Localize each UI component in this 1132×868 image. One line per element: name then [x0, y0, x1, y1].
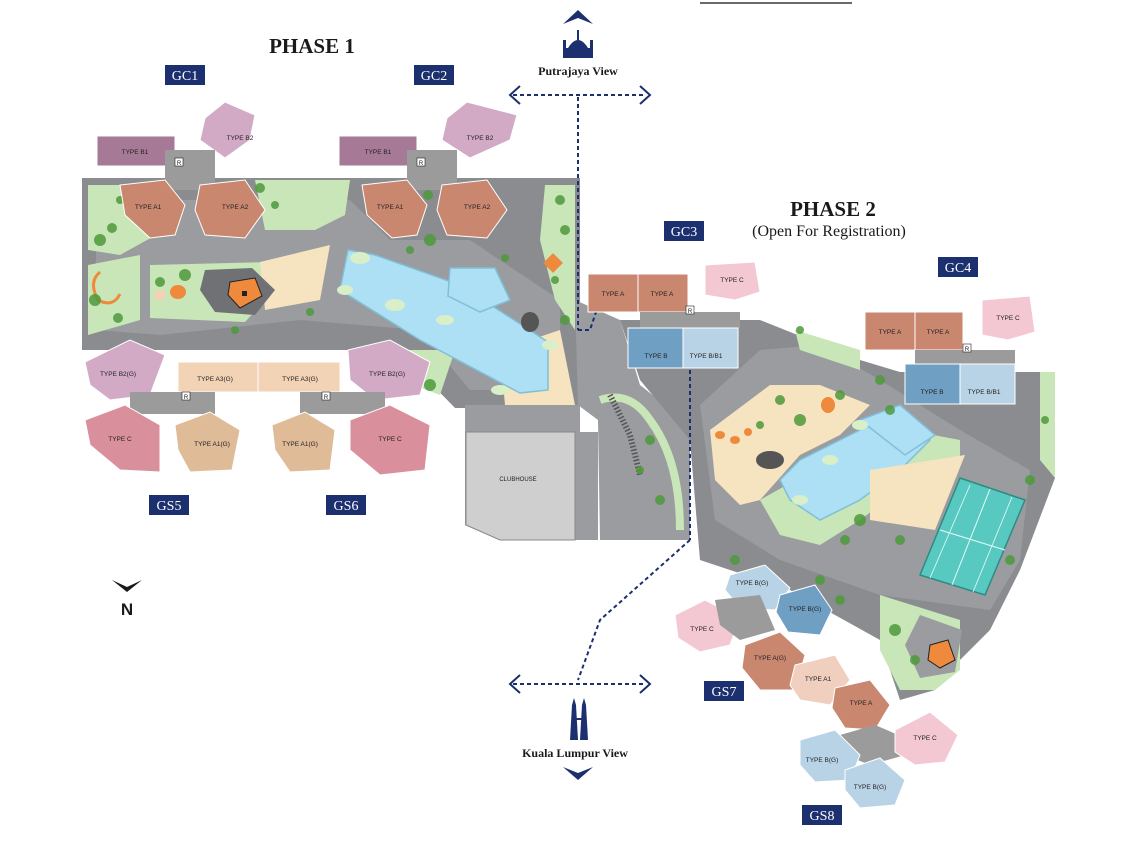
unit-label: TYPE B1 — [122, 149, 149, 156]
tag-gc1-label: GC1 — [172, 69, 198, 84]
tag-gs5[interactable]: GS5 — [149, 495, 189, 515]
lawn — [255, 180, 350, 230]
unit-label: TYPE C — [690, 626, 714, 633]
phase1-title: PHASE 1 — [269, 34, 355, 58]
tag-gs6-label: GS6 — [334, 499, 359, 514]
unit-label: TYPE A2 — [222, 204, 249, 211]
unit-label: TYPE A3(G) — [282, 376, 318, 383]
tag-gc2-label: GC2 — [421, 69, 447, 84]
tag-gs7[interactable]: GS7 — [704, 681, 744, 701]
unit-label: TYPE B2 — [467, 135, 494, 142]
block-gc2: TYPE B1 TYPE B2 R TYPE A1 TYPE A2 — [338, 101, 518, 239]
unit-label: TYPE A — [879, 329, 902, 336]
unit-label: R — [419, 161, 424, 167]
unit-label: TYPE C — [378, 436, 402, 443]
block-gs6: TYPE A3(G) TYPE B2(G) R TYPE A1(G) TYPE … — [257, 339, 431, 476]
unit-label: TYPE A1(G) — [194, 441, 230, 448]
tag-gs7-label: GS7 — [712, 685, 737, 700]
compass-arrow-icon — [112, 580, 142, 592]
tennis-court — [918, 477, 1027, 596]
phase2-trees — [636, 326, 1049, 665]
unit-label: TYPE A — [651, 291, 674, 298]
connector-walkway — [575, 300, 690, 540]
tag-gc1[interactable]: GC1 — [165, 65, 205, 85]
unit-label: TYPE C — [720, 277, 744, 284]
unit-label: TYPE C — [996, 315, 1020, 322]
unit-label: TYPE A1(G) — [282, 441, 318, 448]
tag-gc3[interactable]: GC3 — [664, 221, 704, 241]
phase2-title: PHASE 2 — [790, 197, 876, 221]
phase2-podium — [620, 320, 1055, 700]
unit-label: TYPE A — [850, 700, 873, 707]
unit-label: TYPE B/B1 — [690, 353, 723, 360]
lawn — [540, 185, 575, 330]
putrajaya-view-label: Putrajaya View — [538, 64, 618, 78]
unit-label: TYPE B1 — [365, 149, 392, 156]
tag-gc3-label: GC3 — [671, 225, 697, 240]
unit-label: TYPE A — [602, 291, 625, 298]
tag-gc4-label: GC4 — [945, 261, 971, 276]
unit-label: TYPE A1 — [135, 204, 162, 211]
block-gs7: TYPE B(G) TYPE B(G) TYPE C TYPE A(G) TYP… — [674, 564, 891, 731]
unit-label: TYPE B(G) — [736, 580, 769, 587]
sand-deck — [710, 385, 870, 505]
tag-gs6[interactable]: GS6 — [326, 495, 366, 515]
unit-label: TYPE B — [920, 389, 943, 396]
clubhouse-building — [465, 431, 576, 541]
tag-gs8-label: GS8 — [810, 809, 835, 824]
unit-label: TYPE B2 — [227, 135, 254, 142]
unit-label: TYPE B2(G) — [100, 371, 136, 378]
block-gs8: TYPE C TYPE B(G) TYPE B(G) — [799, 711, 959, 809]
unit-label: R — [177, 161, 182, 167]
block-gc3: TYPE A TYPE A TYPE C R TYPE B TYPE B/B1 — [587, 261, 761, 369]
unit-label: TYPE B(G) — [789, 606, 822, 613]
unit-label: R — [688, 309, 693, 315]
lawn — [795, 330, 860, 370]
pool — [756, 404, 937, 521]
petronas-towers-icon — [570, 698, 588, 740]
unit-label: TYPE C — [108, 436, 132, 443]
unit-label: TYPE C — [913, 735, 937, 742]
sand-deck — [260, 245, 330, 310]
lawn — [1040, 372, 1055, 478]
tag-gs5-label: GS5 — [157, 499, 182, 514]
block-gc4: TYPE A TYPE A TYPE C R TYPE B TYPE B/B1 — [864, 295, 1036, 405]
pool — [337, 249, 558, 395]
unit-label: TYPE A(G) — [754, 655, 786, 662]
unit-label: TYPE B(G) — [854, 784, 887, 791]
putrajaya-mosque-icon — [563, 30, 593, 58]
arrow-down-icon — [563, 767, 593, 780]
unit-label: R — [184, 395, 189, 401]
unit-label: TYPE A — [927, 329, 950, 336]
clubhouse-label: CLUBHOUSE — [499, 477, 536, 483]
unit-label: TYPE B — [644, 353, 667, 360]
block-gc1: TYPE B1 TYPE B2 R TYPE A1 TYPE A2 — [96, 101, 266, 239]
unit-label: TYPE A1 — [377, 204, 404, 211]
north-arrow-up-icon — [563, 10, 593, 24]
unit-label: TYPE A1 — [805, 676, 832, 683]
lawn — [88, 255, 140, 335]
block-tags: GC1 GC2 GC3 GC4 GS5 GS6 GS7 GS8 — [149, 65, 978, 825]
tag-gc4[interactable]: GC4 — [938, 257, 978, 277]
unit-label: TYPE A3(G) — [197, 376, 233, 383]
tag-gc2[interactable]: GC2 — [414, 65, 454, 85]
unit-label: TYPE B/B1 — [968, 389, 1001, 396]
compass-north-label: N — [121, 600, 133, 619]
kuala-lumpur-view-label: Kuala Lumpur View — [522, 746, 628, 760]
unit-label: TYPE A2 — [464, 204, 491, 211]
tag-gs8[interactable]: GS8 — [802, 805, 842, 825]
unit-label: R — [324, 395, 329, 401]
block-gs5: TYPE B2(G) TYPE A3(G) R TYPE C TYPE A1(G… — [84, 339, 261, 473]
phase2-subtitle: (Open For Registration) — [752, 223, 906, 240]
unit-label: TYPE B(G) — [806, 757, 839, 764]
view-axis — [508, 85, 691, 694]
unit-label: TYPE B2(G) — [369, 371, 405, 378]
unit-label: R — [965, 347, 970, 353]
